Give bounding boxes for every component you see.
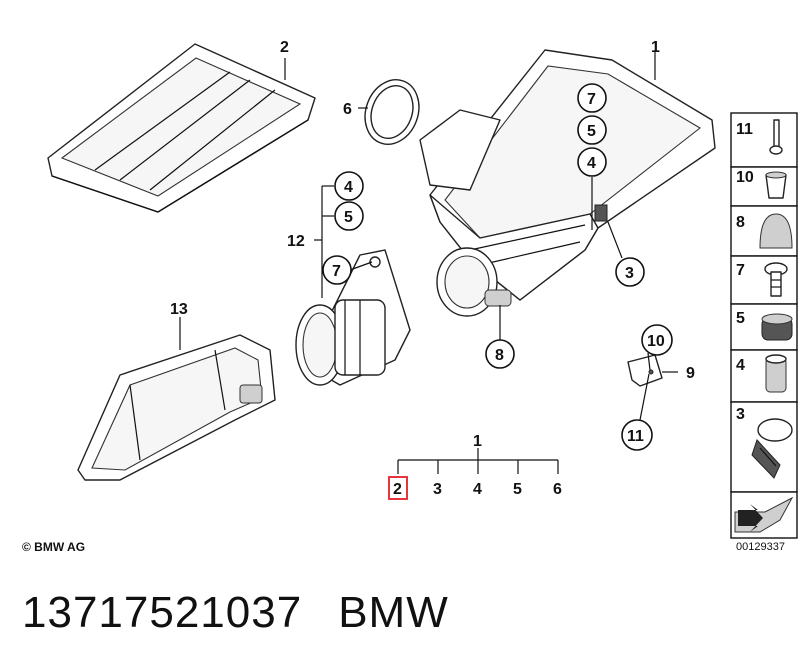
callout-13: 13 — [170, 301, 188, 318]
brand-name: BMW — [338, 588, 449, 637]
tree-child-0: 2 — [393, 481, 402, 498]
part-number: 13717521037 — [22, 588, 303, 637]
panel-label-2: 8 — [736, 214, 745, 231]
panel-label-6: 3 — [736, 406, 745, 423]
part-number-line: 13717521037 BMW — [22, 588, 485, 638]
callout-4a: 4 — [587, 155, 596, 172]
callout-9: 9 — [686, 365, 695, 382]
bracket-clip — [627, 354, 663, 387]
panel-label-5: 4 — [736, 357, 745, 374]
callout-circle-8 — [485, 339, 515, 369]
grommet-icon — [761, 313, 793, 341]
callout-circle-4b — [334, 171, 364, 201]
callout-1-top: 1 — [651, 39, 660, 56]
callout-2-top: 2 — [280, 39, 289, 56]
air-filter-element — [47, 43, 316, 213]
diagram-number: 00129337 — [736, 541, 785, 553]
small-parts-panel: 11 10 8 7 5 4 3 — [730, 112, 798, 539]
callout-circle-5b — [334, 201, 364, 231]
part-hierarchy-tree: 1 2 3 4 5 6 — [388, 433, 562, 500]
callout-circle-10 — [641, 324, 673, 356]
callout-circle-11 — [621, 419, 653, 451]
callout-circle-7b — [322, 255, 352, 285]
tree-child-2: 4 — [473, 481, 482, 498]
tree-child-3: 5 — [513, 481, 522, 498]
seal-ring — [364, 79, 420, 145]
hose-clamp-icon — [751, 418, 793, 479]
callout-4b: 4 — [344, 179, 353, 196]
callout-circle-4a — [577, 147, 607, 177]
callout-6-top: 6 — [343, 101, 352, 118]
screw-icon — [764, 262, 788, 297]
callout-3a: 3 — [625, 265, 634, 282]
callout-5a: 5 — [587, 123, 596, 140]
callout-11: 11 — [627, 428, 644, 445]
callout-circle-5a — [577, 115, 607, 145]
expanding-nut-icon — [765, 171, 787, 199]
arrow-icon — [734, 496, 794, 533]
copyright-text: © BMW AG — [22, 540, 86, 554]
air-duct — [77, 334, 276, 481]
tree-root: 1 — [473, 433, 482, 450]
callout-circle-7a — [577, 83, 607, 113]
callout-10: 10 — [647, 333, 665, 350]
rubber-mount-icon — [759, 213, 793, 249]
pin-icon — [769, 119, 783, 155]
callout-circle-3a — [615, 257, 645, 287]
rubber-buffer-icon — [765, 354, 787, 393]
intake-silencer-housing — [419, 49, 716, 317]
highlight-box — [388, 476, 408, 500]
panel-label-4: 5 — [736, 310, 745, 327]
callout-8: 8 — [495, 347, 504, 364]
callout-12: 12 — [287, 233, 305, 250]
panel-label-0: 11 — [736, 121, 753, 138]
tree-child-1: 3 — [433, 481, 442, 498]
duct-connector — [295, 249, 411, 386]
callout-7a: 7 — [587, 91, 596, 108]
panel-label-1: 10 — [736, 169, 754, 186]
callout-5b: 5 — [344, 209, 353, 226]
panel-label-3: 7 — [736, 262, 745, 279]
tree-child-4: 6 — [553, 481, 562, 498]
callout-7b: 7 — [332, 263, 341, 280]
